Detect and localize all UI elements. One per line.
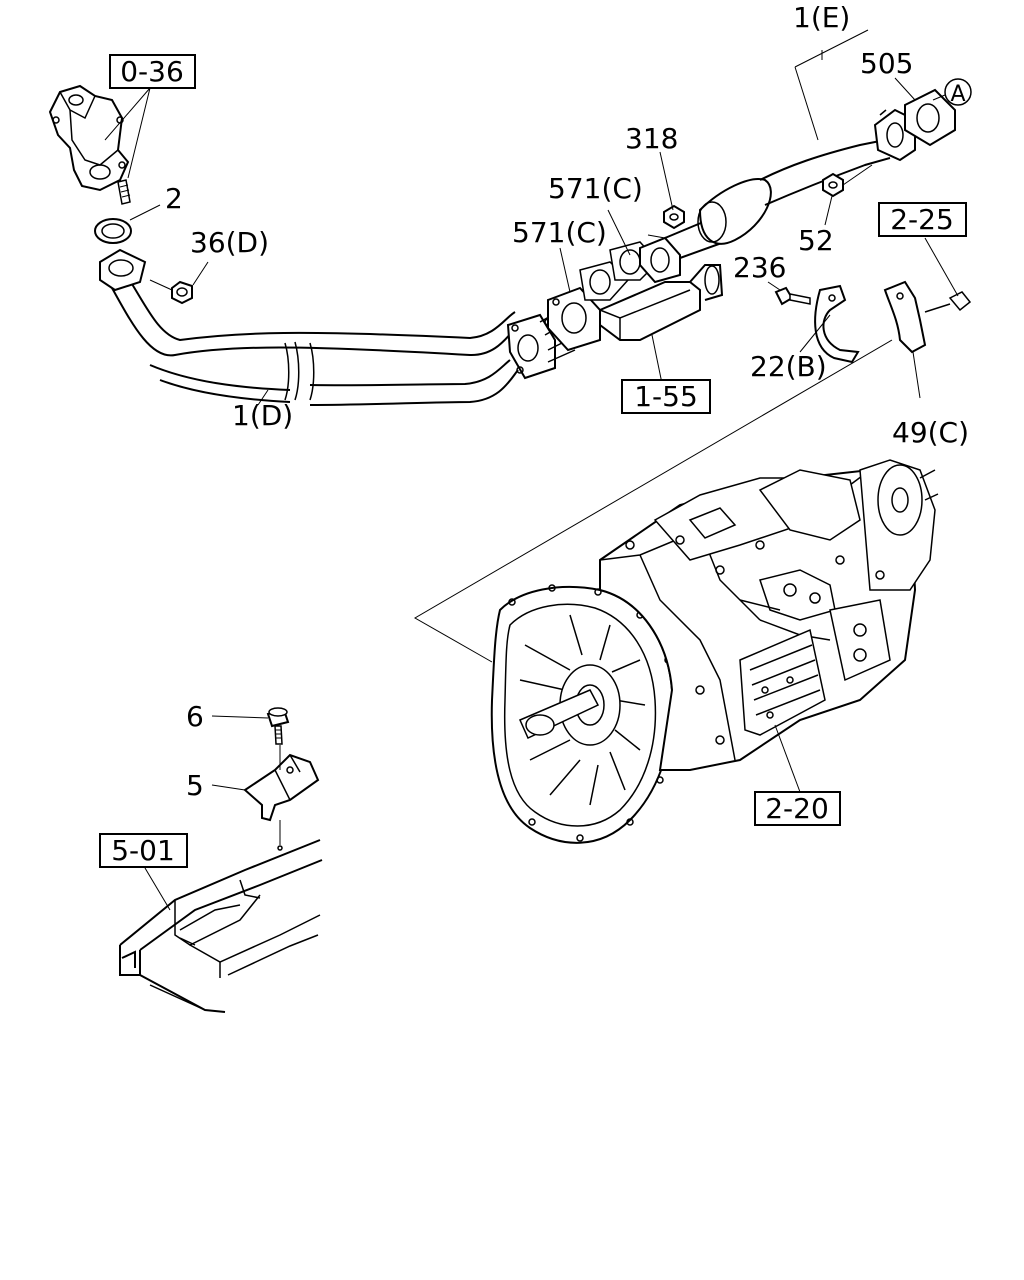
stud <box>117 179 131 205</box>
callout-ref-0-36: 0-36 <box>109 54 196 89</box>
callout-ref-2-25: 2-25 <box>878 202 967 237</box>
nut <box>171 280 193 305</box>
bolt <box>774 286 811 306</box>
callout-part-571c-upper: 571(C) <box>548 172 643 205</box>
gasket <box>904 88 956 147</box>
callout-part-22b: 22(B) <box>750 350 827 383</box>
mounting-bracket <box>243 753 320 822</box>
front-exhaust-pipe <box>99 248 579 406</box>
leader-lines <box>104 29 959 911</box>
gasket-ring <box>94 218 132 244</box>
svg-text:5-01: 5-01 <box>111 834 175 867</box>
callout-part-49c: 49(C) <box>892 416 969 449</box>
bolt <box>266 707 290 745</box>
svg-text:0-36: 0-36 <box>120 55 184 88</box>
rear-exhaust-pipe <box>664 108 916 259</box>
chassis-frame <box>119 839 323 1013</box>
transmission <box>490 459 939 844</box>
callout-part-571c-lower: 571(C) <box>512 216 607 249</box>
callout-ref-1-55: 1-55 <box>621 379 711 414</box>
callout-circle-a: A <box>944 78 972 107</box>
svg-text:A: A <box>950 82 965 107</box>
callout-part-318: 318 <box>625 122 678 155</box>
callout-part-1d: 1(D) <box>232 399 293 432</box>
callout-part-2: 2 <box>165 182 183 215</box>
callout-part-52: 52 <box>798 224 834 257</box>
callout-part-6: 6 <box>186 700 204 733</box>
pipe-clamp-bracket <box>814 284 860 364</box>
svg-text:2-20: 2-20 <box>765 792 829 825</box>
callout-part-1e: 1(E) <box>793 1 850 34</box>
pipe-hanger <box>883 280 972 354</box>
svg-text:2-25: 2-25 <box>890 203 954 236</box>
callout-ref-2-20: 2-20 <box>754 791 841 826</box>
nut <box>663 204 685 230</box>
exhaust-manifold <box>48 84 130 192</box>
callout-part-36d: 36(D) <box>190 226 269 259</box>
callout-ref-5-01: 5-01 <box>99 833 188 868</box>
gasket-flange-upper <box>639 236 681 284</box>
nut <box>822 172 844 198</box>
callout-part-505: 505 <box>860 47 913 80</box>
gasket-flange-lower <box>547 286 601 352</box>
svg-text:1-55: 1-55 <box>634 380 698 413</box>
callout-part-5: 5 <box>186 769 204 802</box>
callout-part-236: 236 <box>733 251 786 284</box>
